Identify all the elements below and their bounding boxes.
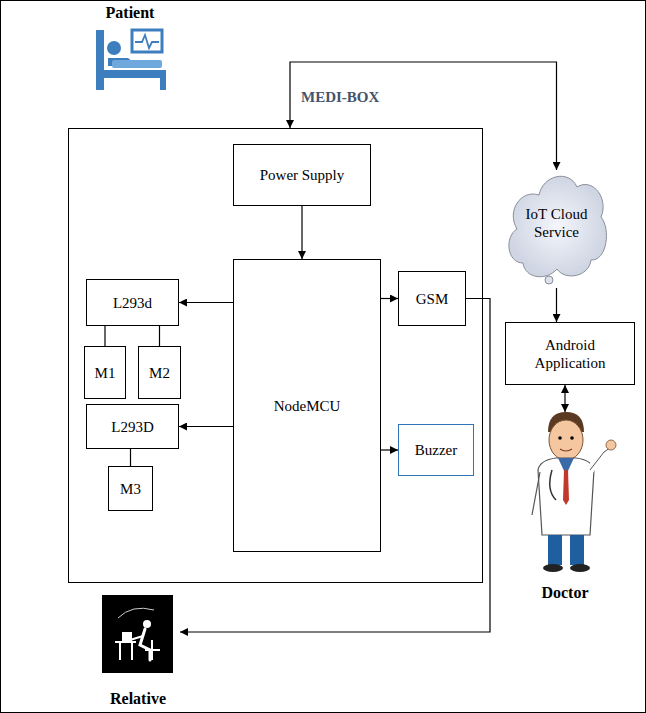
driver-box: L293D: [86, 404, 179, 449]
node-label: NodeMCU: [274, 397, 341, 415]
relative-image: [102, 595, 173, 673]
node-label: L293D: [111, 418, 154, 436]
relative-label-group: Relative: [96, 592, 180, 710]
node-label: Relative: [96, 690, 180, 708]
controller-box: NodeMCU: [233, 259, 381, 552]
node-label: Doctor: [515, 584, 615, 602]
system-enclosure: MEDI-BOXPower SupplyL293dM1M2NodeMCUGSML…: [68, 128, 483, 583]
doctor-label-group: Doctor: [515, 412, 615, 604]
app-box: Android Application: [505, 322, 635, 385]
node-label: Power Supply: [260, 166, 345, 184]
node-label: M2: [149, 364, 170, 382]
node-label: M1: [95, 364, 116, 382]
node-label: M3: [120, 480, 141, 498]
connector: [159, 326, 160, 346]
driver-box: L293d: [86, 279, 179, 326]
motor-box: M1: [84, 346, 126, 399]
node-label: Android Application: [512, 336, 628, 372]
patient-icon: [96, 30, 166, 90]
connector: [130, 449, 131, 466]
patient-label-group: Patient: [90, 2, 170, 94]
connector: [179, 302, 233, 303]
motor-box: M2: [138, 346, 181, 399]
connector: [556, 288, 557, 322]
module-box: GSM: [398, 271, 466, 326]
node-label: MEDI-BOX: [301, 89, 379, 106]
cloud-text-area: IoT Cloud Service: [503, 165, 610, 290]
connector: [104, 326, 105, 346]
node-label: Buzzer: [415, 441, 457, 459]
connector: [179, 426, 233, 427]
cloud-shape: IoT Cloud Service: [503, 165, 610, 290]
connector: [381, 298, 398, 299]
node-label: L293d: [113, 294, 152, 312]
node-label: GSM: [416, 290, 449, 308]
doctor-figure: [532, 412, 616, 572]
process-box: Power Supply: [233, 144, 371, 206]
node-label: IoT Cloud Service: [521, 205, 592, 241]
connector: [564, 385, 565, 412]
module-box: Buzzer: [398, 424, 474, 476]
connector: [381, 449, 398, 450]
motor-box: M3: [108, 466, 153, 511]
connector: [301, 206, 302, 259]
node-label: Patient: [90, 4, 170, 22]
